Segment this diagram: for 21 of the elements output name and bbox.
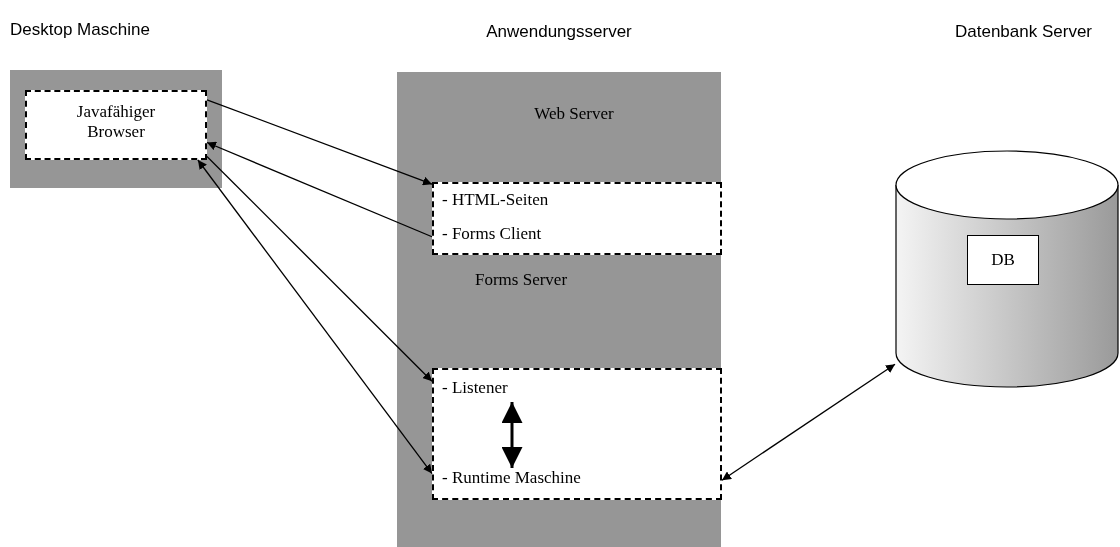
arrow (197, 159, 433, 475)
list-item: - HTML-Seiten (442, 190, 549, 210)
component-box (25, 90, 207, 160)
heading: Web Server (533, 104, 615, 124)
component-label: Javafähiger Browser (75, 102, 157, 142)
heading: Forms Server (475, 270, 568, 290)
list-item: - Runtime Maschine (442, 468, 581, 487)
arrow (501, 402, 523, 468)
heading: Datenbank Server (955, 22, 1093, 42)
list-item: - Forms Client (442, 224, 542, 244)
component-box (432, 368, 722, 500)
database-cylinder (895, 150, 1119, 388)
arrow (206, 155, 433, 382)
list-item: - Listener (442, 378, 508, 397)
heading: Anwendungsserver (485, 22, 633, 42)
arrow (721, 363, 896, 481)
database-box (967, 235, 1039, 285)
arrow (206, 141, 433, 238)
arrow (206, 99, 433, 186)
database-label: DB (991, 250, 1015, 270)
heading: Desktop Maschine (10, 20, 151, 40)
